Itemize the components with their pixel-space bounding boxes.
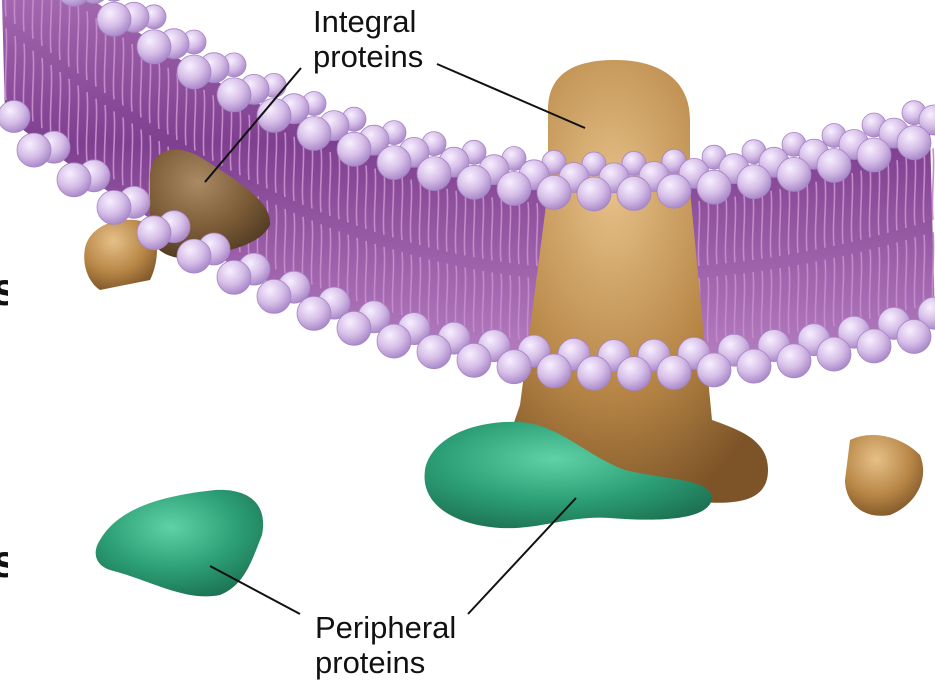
phospholipid-head <box>617 357 651 391</box>
phospholipid-head <box>137 216 171 250</box>
peripheral-label-line-1: Peripheral <box>315 610 456 645</box>
cropped-edge-letter: s <box>0 262 8 312</box>
phospholipid-head <box>57 163 91 197</box>
phospholipid-head <box>617 176 651 210</box>
phospholipid-head <box>17 133 51 167</box>
phospholipid-head <box>537 175 571 209</box>
integral-label-line-2: proteins <box>313 39 423 74</box>
phospholipid-head <box>497 172 531 206</box>
phospholipid-head <box>257 279 291 313</box>
phospholipid-head <box>817 337 851 371</box>
phospholipid-head <box>417 157 451 191</box>
phospholipid-head <box>177 239 211 273</box>
phospholipid-head <box>497 350 531 384</box>
phospholipid-head <box>337 132 371 166</box>
phospholipid-head <box>417 335 451 369</box>
phospholipid-head <box>777 344 811 378</box>
phospholipid-head <box>697 170 731 204</box>
phospholipid-head <box>777 157 811 191</box>
phospholipid-head <box>897 126 931 160</box>
phospholipid-head <box>577 177 611 211</box>
phospholipid-head <box>102 0 126 1</box>
peripheral-label-line-2: proteins <box>315 645 456 680</box>
phospholipid-head <box>737 165 771 199</box>
integral-protein-right <box>845 435 923 516</box>
phospholipid-head <box>297 296 331 330</box>
phospholipid-head <box>737 349 771 383</box>
integral-label-line-1: Integral <box>313 4 423 39</box>
lipid-tail <box>932 148 933 220</box>
phospholipid-head <box>97 2 131 36</box>
phospholipid-head <box>857 329 891 363</box>
phospholipid-head <box>817 149 851 183</box>
integral-proteins-label: Integral proteins <box>313 4 423 74</box>
phospholipid-head <box>857 138 891 172</box>
cropped-edge-letter-bottom: s <box>0 534 8 584</box>
phospholipid-head <box>337 311 371 345</box>
phospholipid-head <box>137 30 171 64</box>
phospholipid-head <box>377 324 411 358</box>
phospholipid-head <box>217 260 251 294</box>
phospholipid-head <box>577 356 611 390</box>
phospholipid-head <box>657 356 691 390</box>
phospholipid-head <box>0 101 30 133</box>
phospholipid-head <box>177 55 211 89</box>
phospholipid-head <box>537 354 571 388</box>
phospholipid-head <box>897 320 931 354</box>
phospholipid-head <box>297 117 331 151</box>
phospholipid-head <box>457 165 491 199</box>
phospholipid-head <box>457 343 491 377</box>
phospholipid-head <box>697 353 731 387</box>
phospholipid-head <box>217 78 251 112</box>
phospholipid-head <box>97 190 131 224</box>
phospholipid-head <box>377 146 411 180</box>
peripheral-proteins-label: Peripheral proteins <box>315 610 456 680</box>
phospholipid-head <box>657 174 691 208</box>
